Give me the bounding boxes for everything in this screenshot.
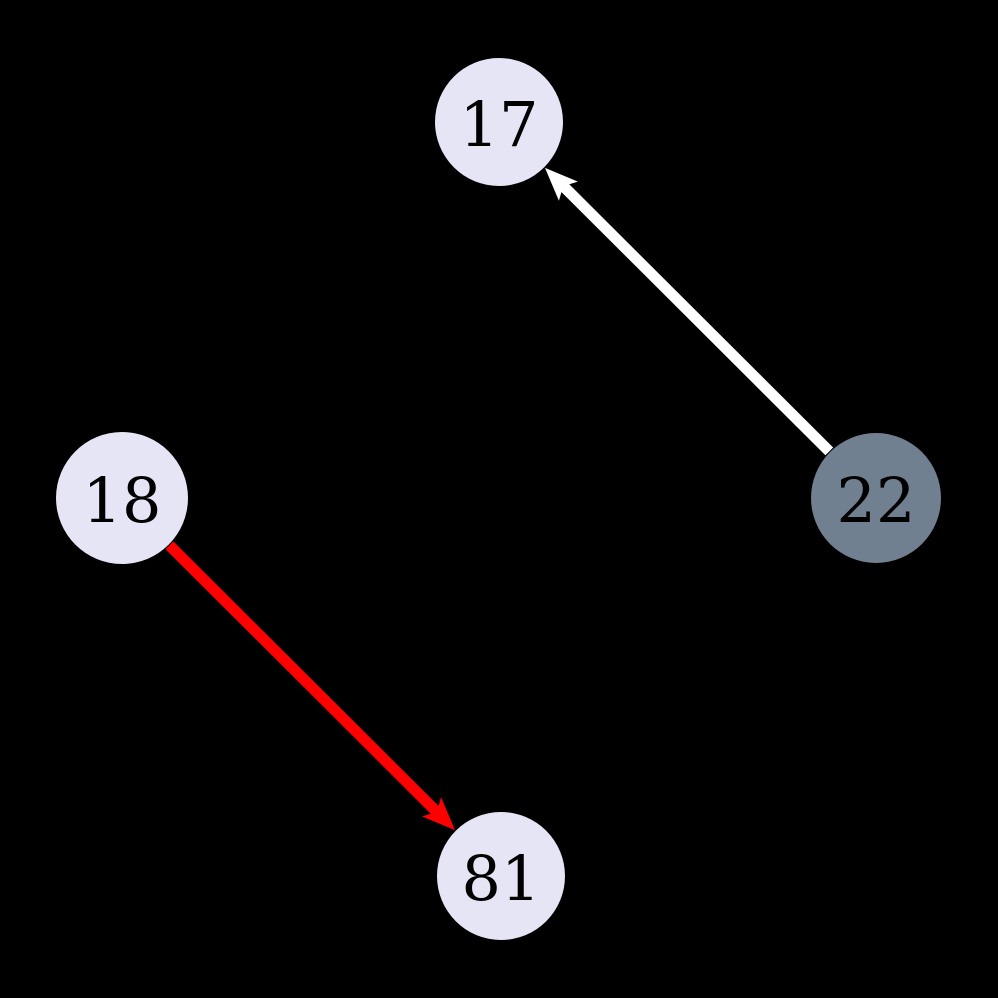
graph-node: 22 [811,433,941,563]
graph-edge [545,167,834,456]
graph-edge-line [559,182,834,456]
nodes-layer: 17 18 22 81 [56,58,941,940]
graph-node: 17 [435,58,563,186]
edges-layer [165,167,834,831]
graph-node-circle [435,58,563,186]
graph-edge-arrowhead [545,167,578,201]
graph-node-circle [56,432,188,564]
graph-edge [165,541,455,831]
graph-node-circle [811,433,941,563]
graph-node-label: 18 [83,464,162,537]
graph-node-label: 17 [460,88,539,161]
graph-edge-arrowhead [422,797,455,831]
graph-node-label: 22 [837,464,916,537]
graph-edge-line [165,541,441,816]
graph-node: 18 [56,432,188,564]
graph-node-circle [437,812,565,940]
graph-node: 81 [437,812,565,940]
graph-node-label: 81 [462,842,541,915]
